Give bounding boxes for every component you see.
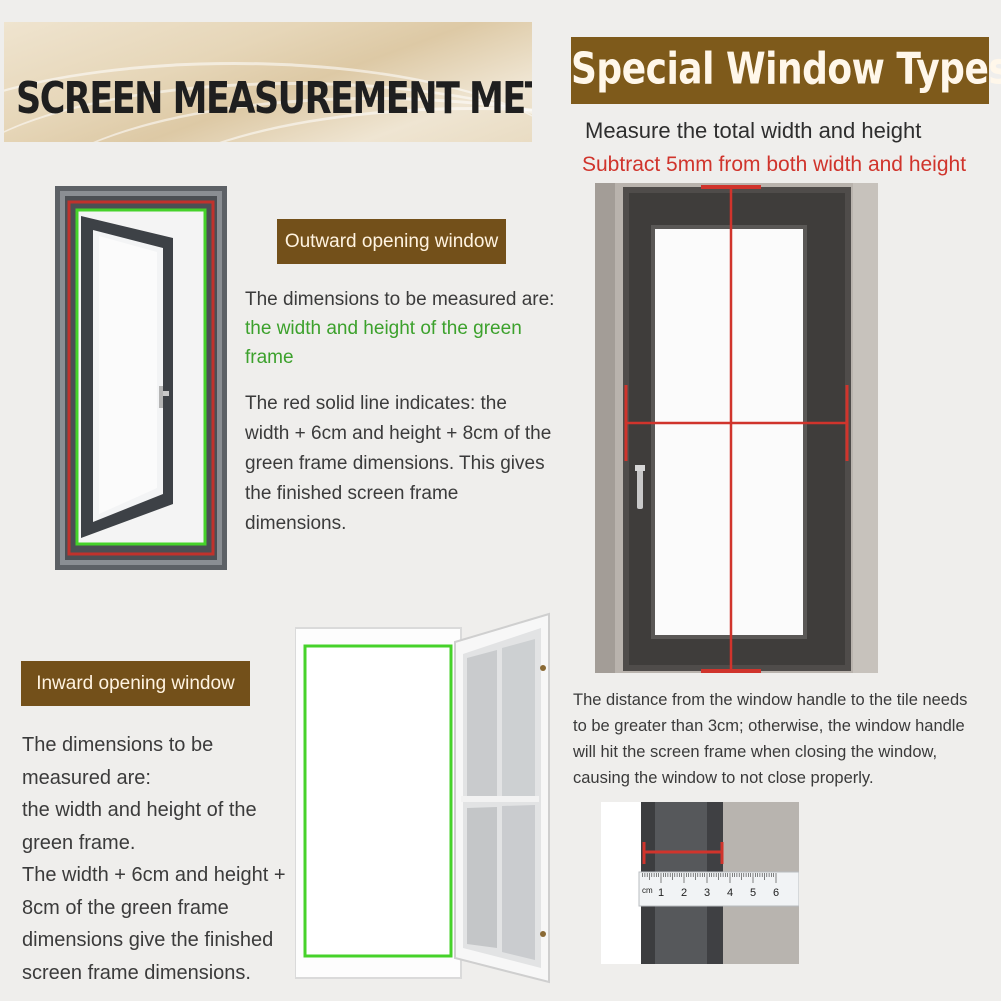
inward-desc-1: The dimensions to be measured are: [22,734,214,789]
ruler-number: 5 [750,887,756,899]
ruler-number: 3 [704,887,710,899]
ruler-number: 4 [727,887,733,899]
outward-red-line-desc: The red solid line indicates: the width … [245,393,552,534]
left-header-title: SCREEN MEASUREMENT METHOD [16,74,532,124]
ruler-number: 2 [681,887,687,899]
door-window-illustration [595,183,878,673]
green-frame-outline [303,644,453,958]
outward-desc-intro: The dimensions to be measured are: [245,289,555,310]
outward-opening-label: Outward opening window [277,219,506,264]
left-header-banner: SCREEN MEASUREMENT METHOD [4,22,532,142]
outward-measure-desc: The dimensions to be measured are: the w… [245,285,575,372]
subtract-text: Subtract 5mm from both width and height [582,153,967,176]
handle-closeup-illustration: cm 1 2 3 4 5 6 [601,802,799,964]
outward-desc-green: the width and height of the green frame [245,318,522,368]
ruler-unit: cm [642,886,653,895]
right-header-title: Special Window Types [571,45,1001,95]
inward-measure-desc: The dimensions to be measured are: the w… [22,729,287,989]
right-header-banner: Special Window Types [571,37,1001,104]
red-frame-outline [67,200,215,556]
inward-desc-2: the width and height of the green frame. [22,799,257,854]
handle-distance-note: The distance from the window handle to t… [573,691,968,787]
ruler: cm 1 2 3 4 5 6 [638,871,799,907]
inward-opening-label: Inward opening window [21,661,250,706]
ruler-number: 1 [658,887,664,899]
ruler-number: 6 [773,887,779,899]
inward-desc-3: The width + 6cm and height + 8cm of the … [22,864,286,984]
outward-window-illustration [55,186,227,570]
inward-window-illustration [295,612,550,984]
measure-total-text: Measure the total width and height [585,118,922,143]
